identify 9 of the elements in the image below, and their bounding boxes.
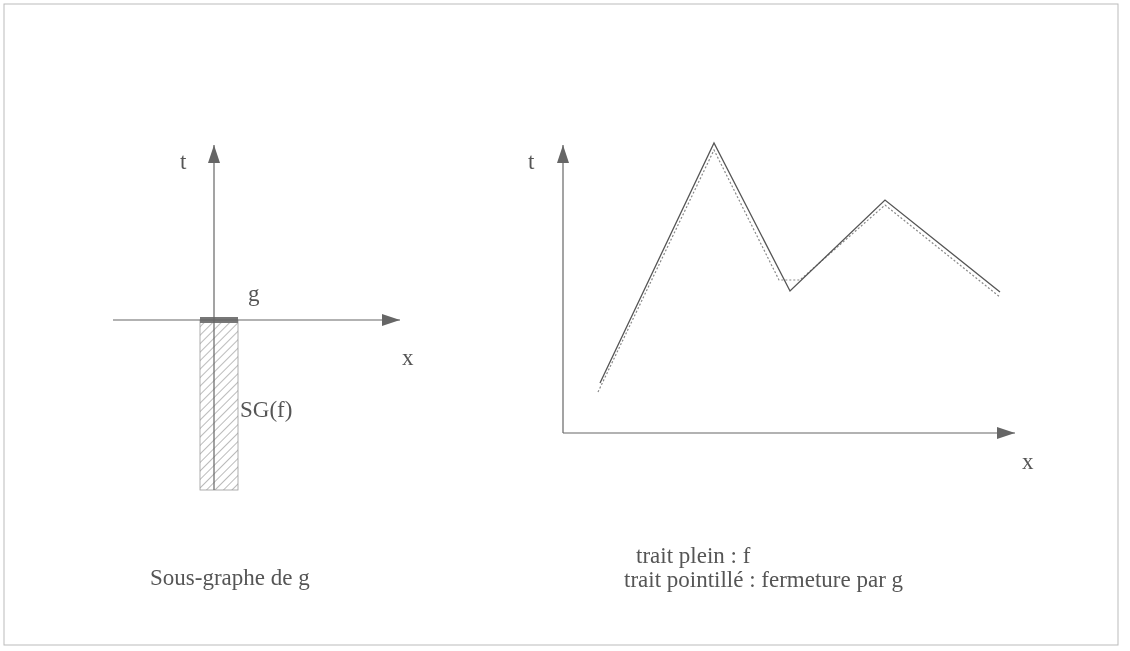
caption: Sous-graphe de g <box>150 566 310 589</box>
axis-label: x <box>1022 450 1034 473</box>
axis-label: t <box>528 150 535 173</box>
legend-note: trait plein : f <box>636 544 751 567</box>
region-label: SG(f) <box>240 398 293 421</box>
axis-label: x <box>402 346 414 369</box>
axis-label: t <box>180 150 187 173</box>
legend-note: trait pointillé : fermeture par g <box>624 568 904 591</box>
point-label: g <box>248 282 260 305</box>
